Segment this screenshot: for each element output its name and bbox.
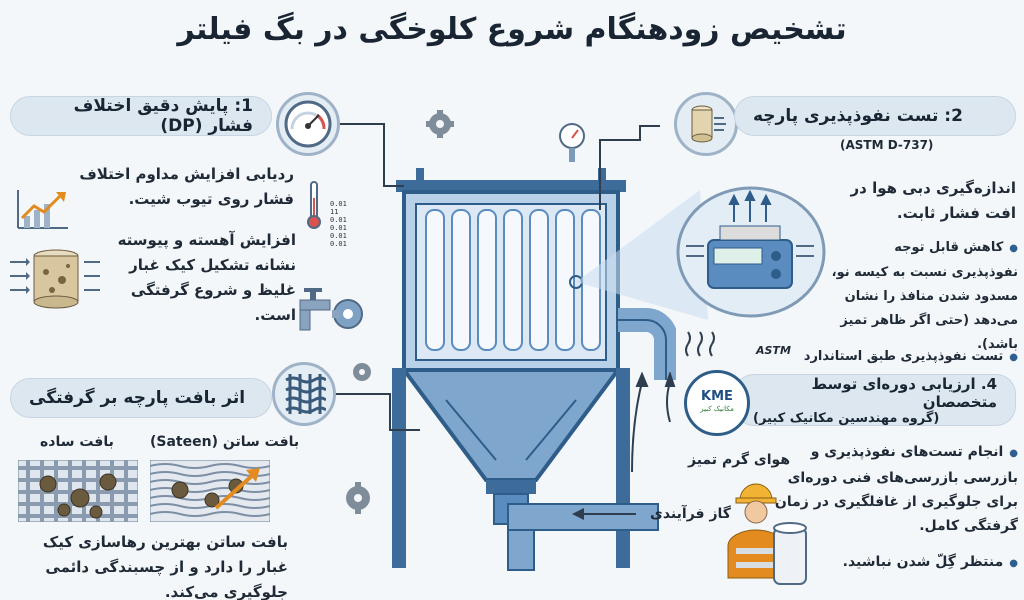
process-gas-arrow <box>572 508 636 520</box>
sateen-weave-swatch <box>150 460 270 522</box>
gear-icon <box>426 110 454 138</box>
section3-note: بافت ساتن بهترین رهاسازی کیک غبار را دار… <box>42 533 288 600</box>
kme-logo: KME مکانیک کبیر <box>684 370 750 436</box>
astm-logo: ASTM <box>756 344 791 357</box>
thermometer-icon <box>307 181 321 229</box>
clean-air-arrows <box>631 372 676 473</box>
astm-standard: (ASTM D-737) <box>840 138 934 152</box>
faucet-valve-icon <box>299 288 363 331</box>
section2-heading: 2: تست نفوذپذیری پارچه <box>734 96 1016 136</box>
permeability-tester-icon <box>676 186 826 318</box>
page-title: تشخیص زودهنگام شروع کلوخگی در بگ فیلتر <box>177 12 847 47</box>
plain-weave-swatch <box>18 460 138 522</box>
section2-bullet1: کاهش قابل توجه نفوذپذیری نسبت به کیسه نو… <box>828 236 1018 357</box>
section3-heading: اثر بافت پارچه بر گرفتگی <box>10 378 272 418</box>
sateen-weave-label: بافت ساتن (Sateen) <box>150 434 300 450</box>
section2-bullet2: تست نفوذپذیری طبق استاندارد <box>800 344 1018 370</box>
plain-weave-label: بافت ساده <box>40 434 114 450</box>
section4-heading: 4. ارزیابی دوره‌ای توسط متخصصان (گروه مه… <box>734 374 1016 426</box>
section4-bullet2: منتظر گِلّ شدن نباشید. <box>820 550 1018 576</box>
section1-heading: 1: پایش دقیق اختلاف فشار (DP) <box>10 96 272 136</box>
section2-line1: اندازه‌گیری دبی هوا در افت فشار ثابت. <box>850 179 1016 222</box>
dusty-filter-icon <box>10 249 100 309</box>
engineer-icon <box>727 483 807 585</box>
process-gas-label: گاز فرآیندی <box>650 506 731 522</box>
trend-chart-icon <box>17 190 68 229</box>
section1-line1: ردیابی افزایش مداوم اختلاف فشار روی تیوب… <box>79 165 294 208</box>
gear-icon-small <box>353 363 371 381</box>
pressure-gauge-icon <box>276 92 340 156</box>
filter-sample-icon <box>674 92 738 156</box>
section1-line2: افزایش آهسته و پیوسته نشانه تشکیل کیک غب… <box>117 231 296 324</box>
clean-air-label: هوای گرم تمیز <box>688 452 791 468</box>
fabric-mesh-icon <box>272 362 336 426</box>
heat-waves-icon <box>685 331 715 357</box>
section4-bullet1: انجام تست‌های نفوذپذیری و بازرسی بازرسی‌… <box>770 440 1018 538</box>
